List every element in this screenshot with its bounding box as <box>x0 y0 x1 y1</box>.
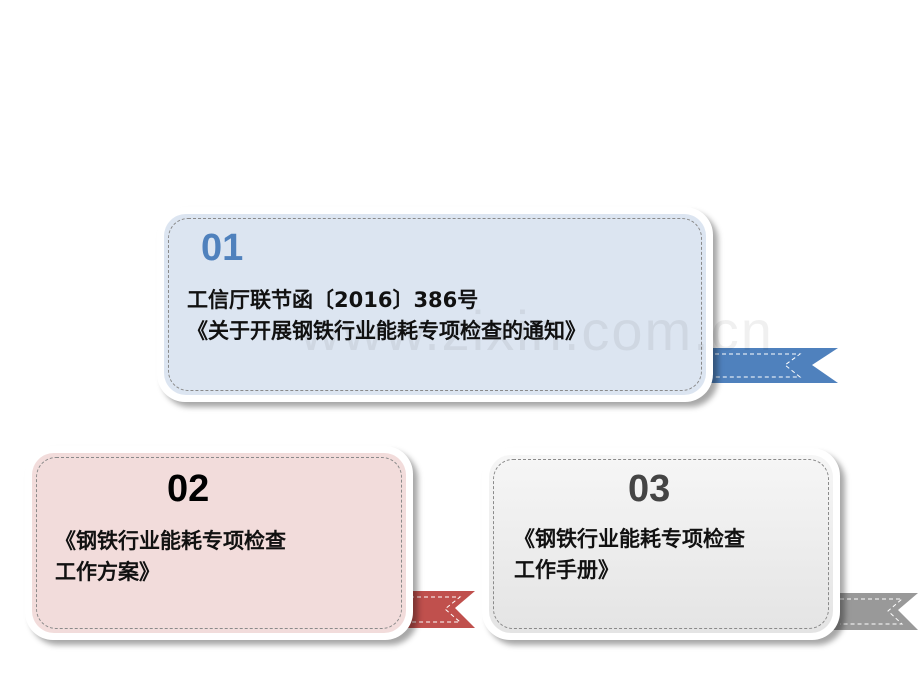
card-number: 01 <box>201 227 244 269</box>
card-number: 02 <box>167 468 210 510</box>
card-line: 《关于开展钢铁行业能耗专项检查的通知》 <box>187 319 586 343</box>
ribbon-blue <box>700 348 838 383</box>
card-line: 工作方案》 <box>55 560 160 584</box>
card-line: 工作手册》 <box>514 558 619 582</box>
card-line: 《钢铁行业能耗专项检查 <box>514 527 745 551</box>
card-line: 工信厅联节函〔2016〕386号 <box>187 288 479 312</box>
card-number: 03 <box>628 468 671 510</box>
card-03: 03 《钢铁行业能耗专项检查 工作手册》 <box>482 448 840 640</box>
card-02: 02 《钢铁行业能耗专项检查 工作方案》 <box>25 446 413 640</box>
ribbon-red <box>400 591 475 628</box>
ribbon-gray <box>830 593 918 630</box>
watermark: www.zixin.com.cn <box>300 299 774 362</box>
card-01: 01 工信厅联节函〔2016〕386号 《关于开展钢铁行业能耗专项检查的通知》 <box>157 207 713 402</box>
card-line: 《钢铁行业能耗专项检查 <box>55 529 286 553</box>
